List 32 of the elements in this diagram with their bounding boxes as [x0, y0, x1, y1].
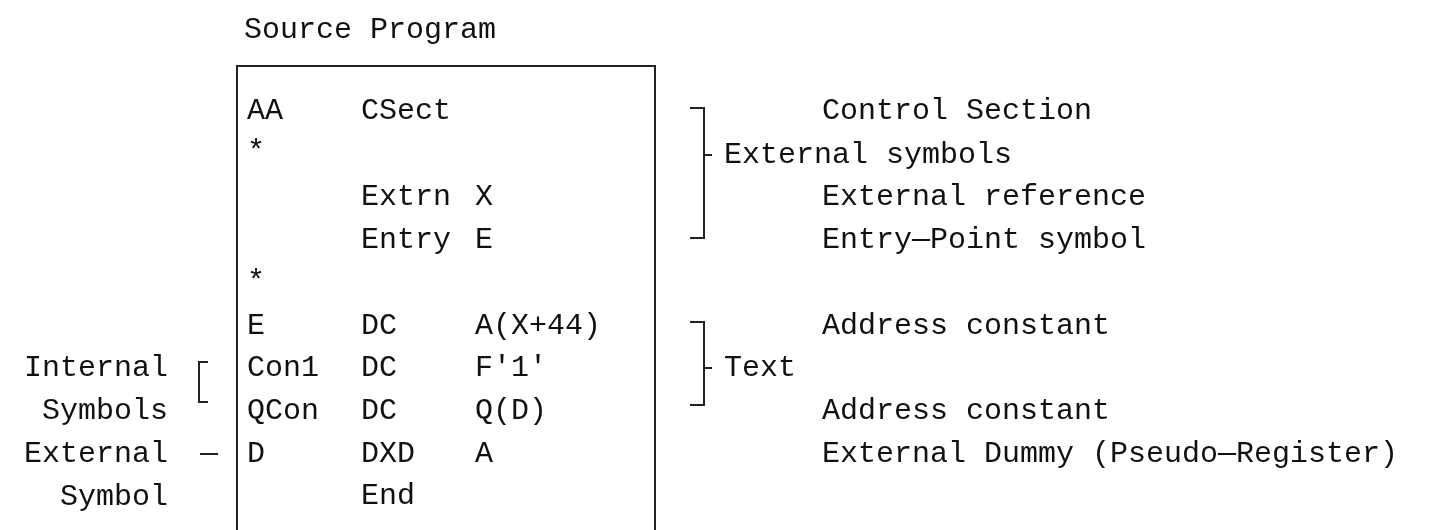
code-text: DC: [361, 308, 397, 344]
annotation: Text: [724, 350, 796, 386]
code-text: E: [475, 222, 493, 258]
code-text: Extrn: [361, 179, 451, 215]
annotation: External symbols: [724, 137, 1013, 173]
code-text: X: [475, 179, 493, 215]
code-text: End: [361, 478, 415, 514]
code-text: DXD: [361, 436, 415, 472]
code-text: A: [475, 436, 493, 472]
code-text: F'1': [475, 350, 547, 386]
annotation: External Symbol: [22, 436, 168, 516]
code-text: D: [247, 436, 265, 472]
annotation: Address constant: [822, 308, 1111, 344]
annotation: Control Section: [822, 93, 1093, 129]
code-text: AA: [247, 93, 283, 129]
code-text: A(X+44): [475, 308, 602, 344]
code-text: DC: [361, 393, 397, 429]
code-text: E: [247, 308, 265, 344]
annotation: External reference: [822, 179, 1147, 215]
code-text: CSect: [361, 93, 451, 129]
code-text: DC: [361, 350, 397, 386]
code-text: *: [247, 134, 265, 170]
heading: Source Program: [244, 12, 497, 48]
code-text: *: [247, 264, 265, 300]
annotation: Entry—Point symbol: [822, 222, 1147, 258]
code-text: Con1: [247, 350, 319, 386]
annotation: Internal Symbols: [22, 350, 168, 430]
annotation: Address constant: [822, 393, 1111, 429]
code-text: QCon: [247, 393, 319, 429]
code-text: Entry: [361, 222, 451, 258]
annotation: External Dummy (Pseudo—Register): [822, 436, 1399, 472]
code-text: Q(D): [475, 393, 547, 429]
